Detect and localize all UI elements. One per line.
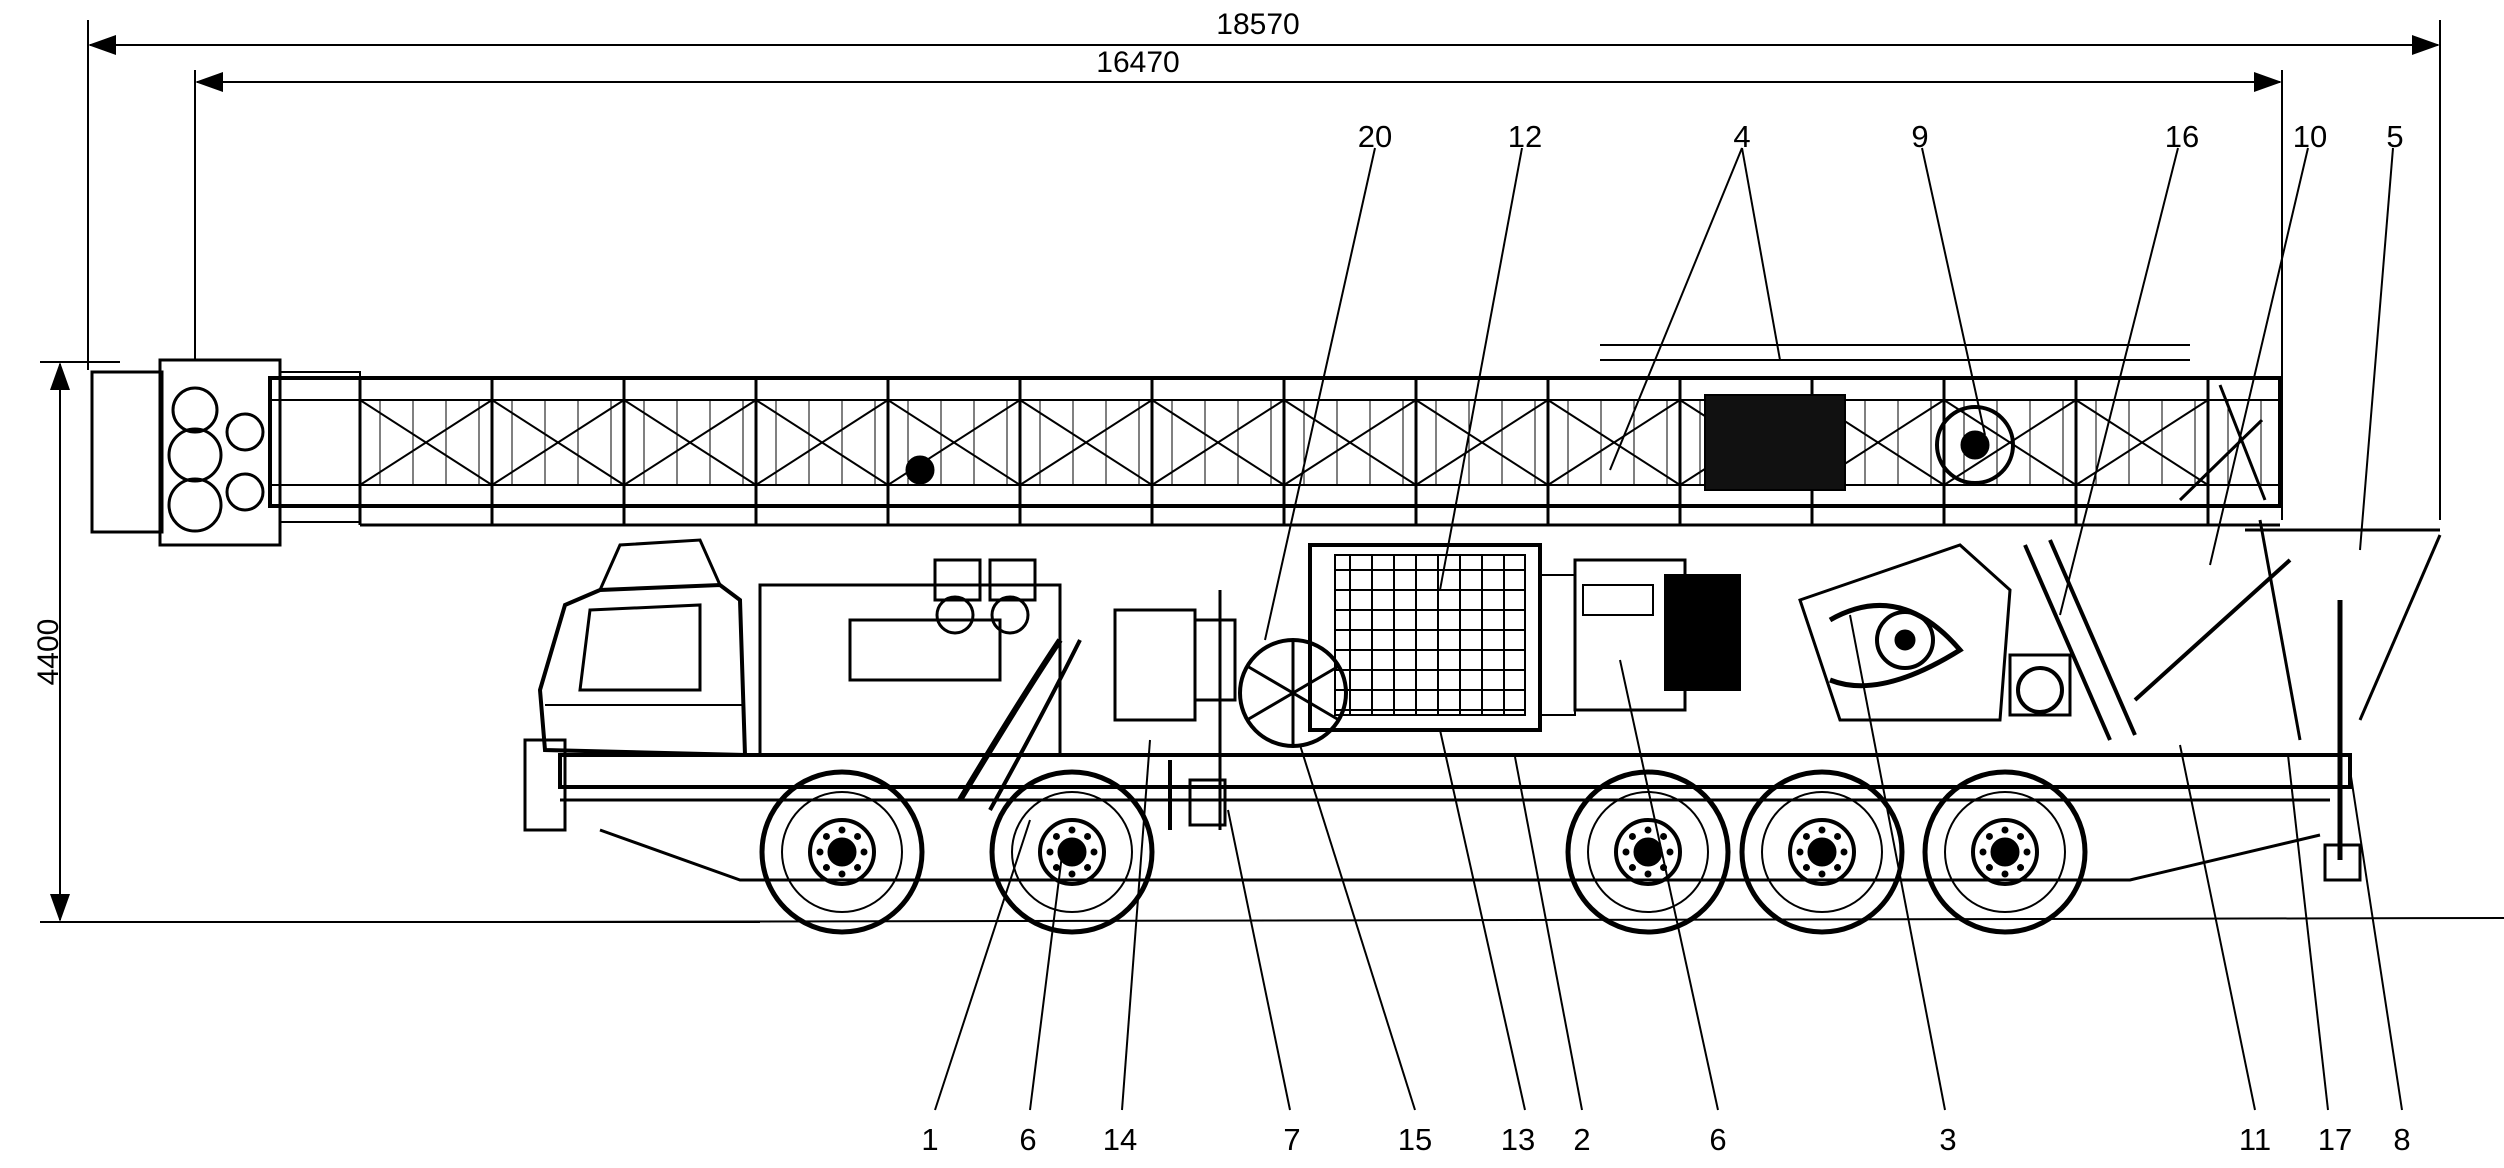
ground-line <box>514 917 2504 923</box>
callout-3: 3 <box>1939 1122 1956 1157</box>
callout-15: 15 <box>1398 1122 1432 1157</box>
height-dimension: 4400 <box>32 361 760 923</box>
callout-2: 2 <box>1573 1122 1590 1157</box>
leader-lines <box>934 147 2403 1111</box>
overall-length-value: 18570 <box>1216 8 1299 41</box>
callout-6-rear: 6 <box>1709 1122 1726 1157</box>
mast-length-value: 16470 <box>1096 46 1179 79</box>
bottom-callouts: 1 6 14 7 15 13 2 6 3 11 17 8 <box>921 1122 2410 1157</box>
callout-5: 5 <box>2386 119 2403 154</box>
overall-length-dimension: 18570 <box>87 8 2441 520</box>
callout-4: 4 <box>1733 119 1750 154</box>
wheels <box>759 769 2088 935</box>
top-callouts: 20 12 4 9 16 10 5 <box>1358 119 2404 154</box>
callout-20: 20 <box>1358 119 1392 154</box>
callout-9: 9 <box>1911 119 1928 154</box>
callout-10: 10 <box>2293 119 2327 154</box>
mast-length-dimension: 16470 <box>194 46 2283 520</box>
callout-13: 13 <box>1501 1122 1535 1157</box>
callout-14: 14 <box>1103 1122 1137 1157</box>
callout-1: 1 <box>921 1122 938 1157</box>
callout-16: 16 <box>2165 119 2199 154</box>
callout-6: 6 <box>1019 1122 1036 1157</box>
mast <box>90 344 2282 547</box>
height-value: 4400 <box>32 619 65 686</box>
callout-7: 7 <box>1283 1122 1300 1157</box>
callout-17: 17 <box>2318 1122 2352 1157</box>
callout-11: 11 <box>2239 1122 2271 1157</box>
callout-12: 12 <box>1508 119 1542 154</box>
truck-carrier <box>523 519 2442 882</box>
callout-8: 8 <box>2393 1122 2410 1157</box>
